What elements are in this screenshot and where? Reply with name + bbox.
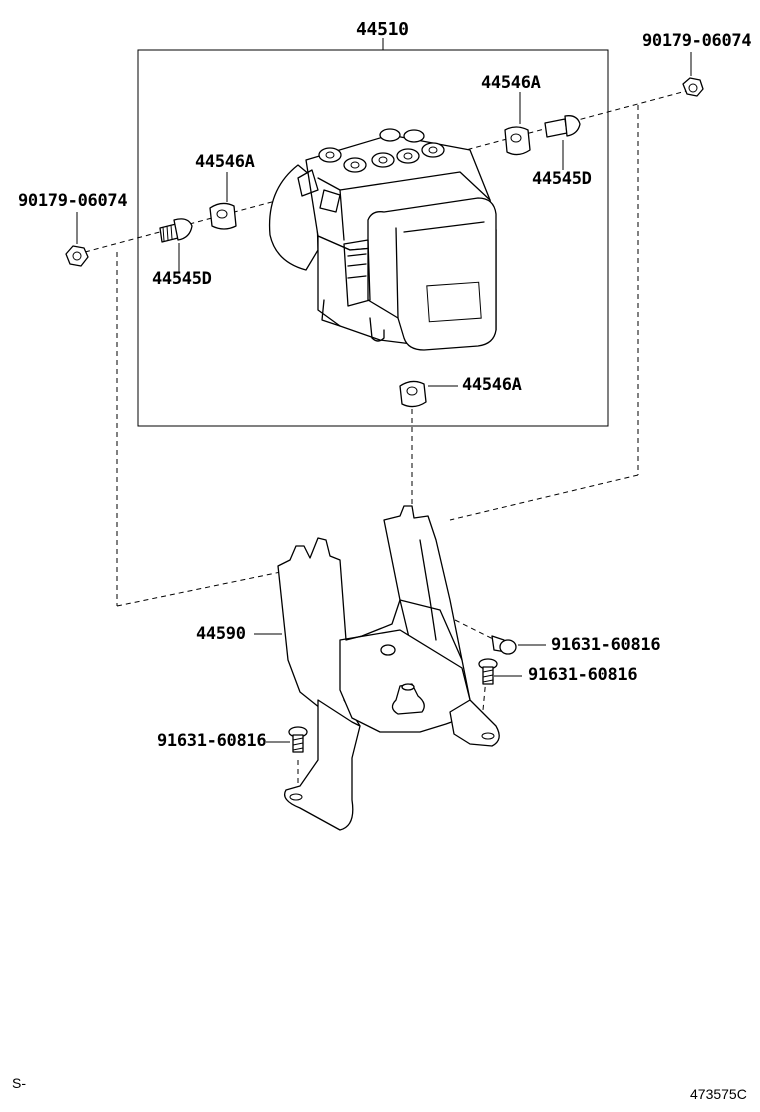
bolt-lower [266,726,308,753]
bolt-upper [491,635,546,655]
actuator-assembly [268,128,497,351]
label-stud-left: 44545D [152,269,212,289]
label-bolt-middle: 91631-60816 [528,665,638,685]
cushion-bottom [399,380,458,408]
label-assembly-44510: 44510 [356,19,409,40]
nut-right [682,52,704,97]
label-bolt-lower: 91631-60816 [157,731,267,751]
stud-right [544,115,581,170]
stud-left [159,218,193,272]
bracket [254,505,500,831]
nut-left [65,212,89,267]
bolt-middle [478,658,522,685]
label-cushion-right: 44546A [481,73,541,93]
label-stud-right: 44545D [532,169,592,189]
label-cushion-left: 44546A [195,152,255,172]
label-cushion-bottom: 44546A [462,375,522,395]
label-bracket-44590: 44590 [196,624,246,644]
illustration-number: 473575C [690,1086,747,1102]
label-nut-right: 90179-06074 [642,31,752,51]
label-nut-left: 90179-06074 [18,191,128,211]
footer-left-code: S- [12,1075,26,1091]
label-bolt-upper: 91631-60816 [551,635,661,655]
cushion-right [504,92,531,156]
cushion-left [209,172,237,230]
